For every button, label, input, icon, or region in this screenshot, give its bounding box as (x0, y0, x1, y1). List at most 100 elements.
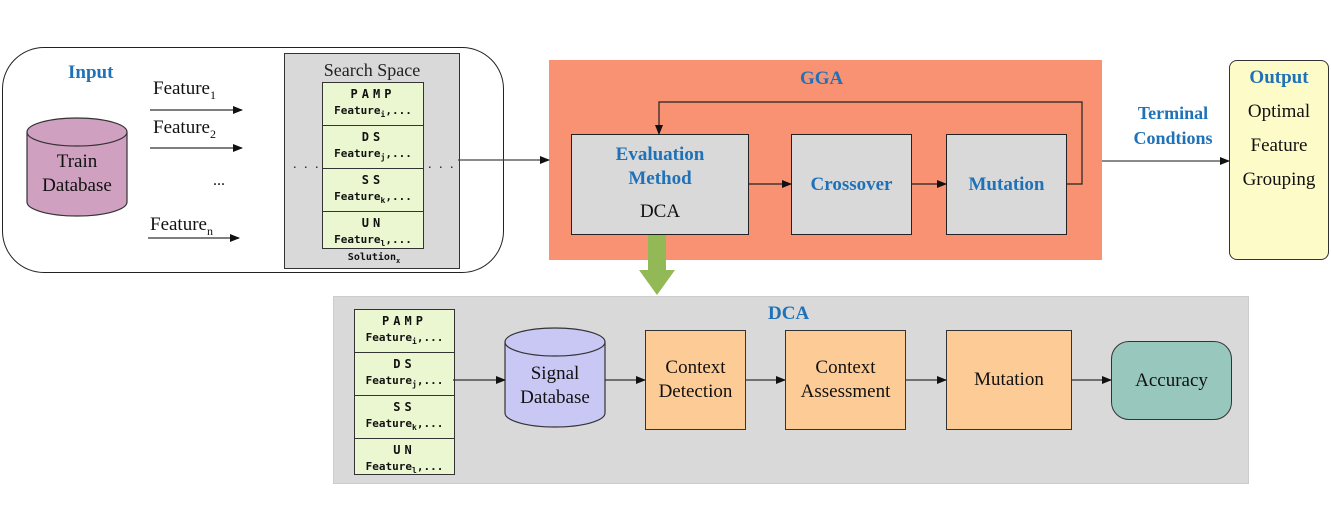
solution-label: Solutionx (322, 252, 426, 265)
feature-subscript: l (380, 239, 386, 249)
accuracy-box: Accuracy (1111, 341, 1232, 420)
feature-label: Featurei,... (355, 330, 454, 350)
context-detection-line1: Context (665, 357, 726, 378)
input-title: Input (68, 62, 114, 83)
feature-name: Feature (150, 214, 207, 235)
feature-subscript: 1 (209, 87, 216, 102)
group-label: DS (361, 130, 385, 144)
terminal-line2: Condtions (1133, 128, 1213, 148)
feature-name: Feature (365, 460, 413, 473)
dca-cell-pamp: PAMP Featurei,... (355, 312, 454, 353)
feature-subscript: j (412, 380, 417, 390)
dca-cell-un: UN Featurel,... (355, 441, 454, 482)
evaluation-title-line2: Method (628, 168, 692, 189)
feature-label: Featurek,... (323, 189, 423, 209)
solution-subscript: x (395, 257, 401, 265)
feature-ellipsis: ... (213, 172, 225, 189)
solution-name: Solution (347, 252, 396, 263)
feature-subscript: n (206, 223, 213, 238)
solution-cell-un: UN Featurel,... (323, 214, 423, 254)
feature-suffix: ,... (416, 417, 444, 430)
feature-name: Feature (365, 331, 413, 344)
feature-name: Feature (334, 190, 381, 203)
output-title: Output (1249, 67, 1309, 88)
feature-suffix: ,... (416, 374, 444, 387)
crossover-label: Crossover (810, 173, 893, 195)
feature-label: Featurek,... (355, 416, 454, 436)
search-left-dots: . . . (293, 157, 321, 172)
feature-subscript: k (412, 423, 417, 433)
context-assessment-line2: Assessment (800, 381, 891, 402)
feature-suffix: ,... (416, 331, 444, 344)
feature-suffix: ,... (416, 460, 444, 473)
context-detection-box: Context Detection (645, 330, 746, 430)
feature-subscript: i (380, 110, 386, 120)
evaluation-title-line1: Evaluation (615, 144, 705, 165)
terminal-conditions-label: Terminal Condtions (1118, 101, 1228, 151)
dca-cell-ss: SS Featurek,... (355, 398, 454, 439)
context-detection-line2: Detection (658, 381, 733, 402)
group-label: DS (393, 357, 416, 371)
gga-mutation-box: Mutation (946, 134, 1067, 235)
output-line: Optimal (1247, 101, 1311, 122)
feature-name: Feature (334, 233, 381, 246)
feature-suffix: ,... (385, 190, 412, 203)
dca-mutation-box: Mutation (946, 330, 1072, 430)
dca-cell-ds: DS Featurej,... (355, 355, 454, 396)
accuracy-label: Accuracy (1135, 369, 1208, 391)
feature-label: Featurei,... (323, 103, 423, 123)
dca-mutation-label: Mutation (974, 369, 1044, 390)
feature-suffix: ,... (385, 233, 412, 246)
solution-cell-ds: DS Featurej,... (323, 128, 423, 169)
output-line: Feature (1250, 135, 1308, 156)
group-label: UN (361, 216, 385, 230)
output-line: Grouping (1242, 169, 1316, 190)
context-assessment-line1: Context (815, 357, 876, 378)
feature-name: Feature (153, 117, 210, 138)
signal-db-line1: Signal (530, 363, 580, 384)
signal-database-label: Signal Database (505, 362, 605, 410)
dca-title: DCA (768, 303, 810, 324)
feature-suffix: ,... (385, 104, 412, 117)
search-right-dots: . . . (428, 157, 456, 172)
train-database-line2: Database (42, 175, 112, 196)
search-solution-column: PAMP Featurei,... DS Featurej,... SS Fea… (322, 82, 424, 249)
train-database-label: Train Database (27, 150, 127, 198)
feature-label: Featurel,... (323, 232, 423, 252)
feature-subscript: l (412, 466, 417, 476)
search-space-title: Search Space (323, 60, 421, 80)
train-database-line1: Train (56, 151, 98, 172)
feature-label-1: Feature1 (153, 78, 216, 103)
solution-cell-pamp: PAMP Featurei,... (323, 85, 423, 126)
group-label: SS (361, 173, 385, 187)
crossover-box: Crossover (791, 134, 912, 235)
feature-name: Feature (334, 147, 381, 160)
feature-subscript: j (380, 153, 386, 163)
feature-name: Feature (334, 104, 381, 117)
feature-name: Feature (153, 78, 210, 99)
dca-solution-column: PAMP Featurei,... DS Featurej,... SS Fea… (354, 309, 455, 475)
group-label: UN (393, 443, 416, 457)
signal-db-line2: Database (520, 387, 590, 408)
feature-label: Featurej,... (355, 373, 454, 393)
evaluation-dca-label: DCA (639, 201, 681, 222)
feature-name: Feature (365, 417, 413, 430)
group-label: PAMP (350, 87, 396, 101)
feature-label: Featurel,... (355, 459, 454, 479)
gga-title: GGA (800, 68, 844, 89)
solution-cell-ss: SS Featurek,... (323, 171, 423, 212)
context-assessment-box: Context Assessment (785, 330, 906, 430)
feature-label: Featurej,... (323, 146, 423, 166)
group-label: PAMP (382, 314, 427, 328)
terminal-line1: Terminal (1137, 103, 1209, 123)
group-label: SS (393, 400, 416, 414)
feature-label-n: Featuren (150, 214, 213, 239)
gga-mutation-label: Mutation (968, 173, 1045, 195)
output-content: Optimal Feature Grouping (1243, 95, 1316, 197)
output-box: Output Optimal Feature Grouping (1229, 60, 1329, 260)
feature-suffix: ,... (385, 147, 412, 160)
feature-subscript: 2 (209, 126, 216, 141)
feature-label-2: Feature2 (153, 117, 216, 142)
feature-name: Feature (365, 374, 413, 387)
feature-subscript: k (380, 196, 386, 206)
